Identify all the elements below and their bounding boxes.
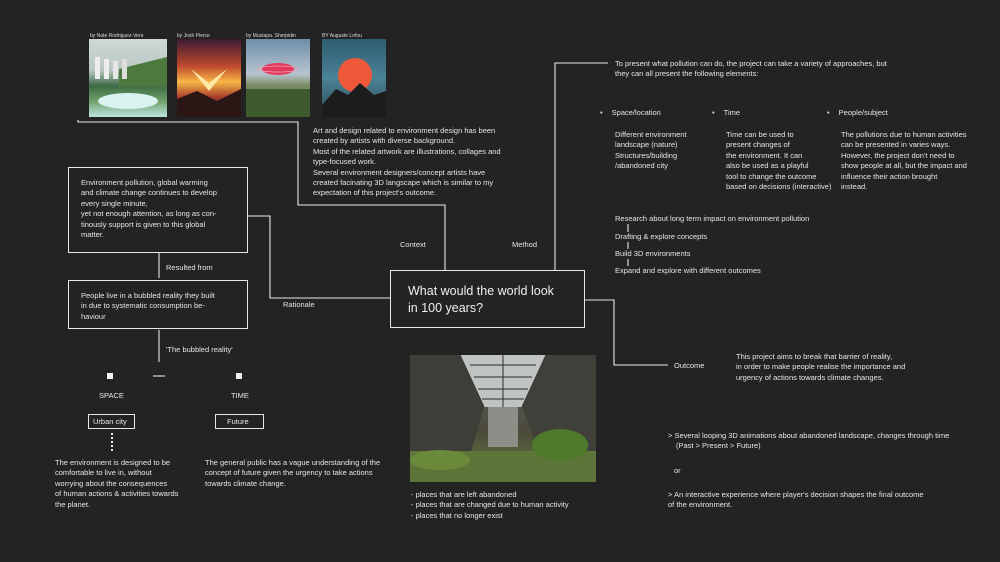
outcome-label: Outcome: [674, 361, 705, 370]
outcome-option-interactive: > An interactive experience where player…: [668, 490, 924, 510]
central-question: What would the world look in 100 years?: [408, 284, 554, 315]
time-marker: [236, 373, 242, 379]
bubbled-reality-box: People live in a bubbled reality they bu…: [68, 280, 248, 329]
central-question-box: What would the world look in 100 years?: [390, 270, 585, 328]
artwork-credit: by Nate Rodriguez-Vera: [90, 33, 144, 39]
method-step: Build 3D environments: [615, 249, 691, 258]
time-description: The general public has a vague understan…: [205, 458, 381, 488]
abandoned-factory-photo: [410, 355, 596, 482]
method-intro: To present what pollution can do, the pr…: [615, 59, 887, 79]
artwork-thumbnail-2: [177, 39, 241, 117]
outcome-description: This project aims to break that barrier …: [736, 352, 906, 382]
outcome-option-animations: > Several looping 3D animations about ab…: [668, 431, 950, 451]
artwork-thumbnail-4: [322, 39, 386, 117]
method-label: Method: [512, 240, 538, 249]
resulted-from-label: Resulted from: [166, 263, 213, 272]
method-step: Expand and explore with different outcom…: [615, 266, 761, 275]
future-box: Future: [215, 414, 264, 429]
space-label: SPACE: [99, 391, 124, 400]
artwork-thumbnail-3: [246, 39, 310, 117]
element-time-title: Time: [712, 108, 740, 118]
photo-caption: - places that are left abandoned- places…: [411, 490, 569, 520]
artwork-credit: by Josh Pierce: [177, 33, 210, 39]
bubbled-reality-label: 'The bubbled reality': [166, 345, 233, 354]
time-label: TIME: [231, 391, 249, 400]
element-people-title: People/subject: [827, 108, 888, 118]
method-step: Drafting & explore concepts: [615, 232, 708, 241]
outcome-or: or: [674, 466, 681, 475]
urban-dots: [111, 433, 115, 451]
artwork-credit: by Mustapa. Sherpidin: [246, 33, 296, 39]
artwork-thumbnail-1: [89, 39, 167, 117]
element-space-title: Space/location: [600, 108, 661, 118]
method-connector: [554, 62, 608, 270]
rationale-connector: [248, 215, 390, 299]
context-label: Context: [400, 240, 426, 249]
outcome-connector: [585, 299, 668, 366]
space-marker: [107, 373, 113, 379]
method-step: Research about long term impact on envir…: [615, 214, 810, 223]
urban-city-box: Urban city: [88, 414, 135, 429]
context-description: Art and design related to environment de…: [313, 126, 501, 198]
artwork-credit: BY Auguste Lefou: [322, 33, 362, 39]
rationale-label: Rationale: [283, 300, 315, 309]
context-connector: [77, 120, 446, 270]
